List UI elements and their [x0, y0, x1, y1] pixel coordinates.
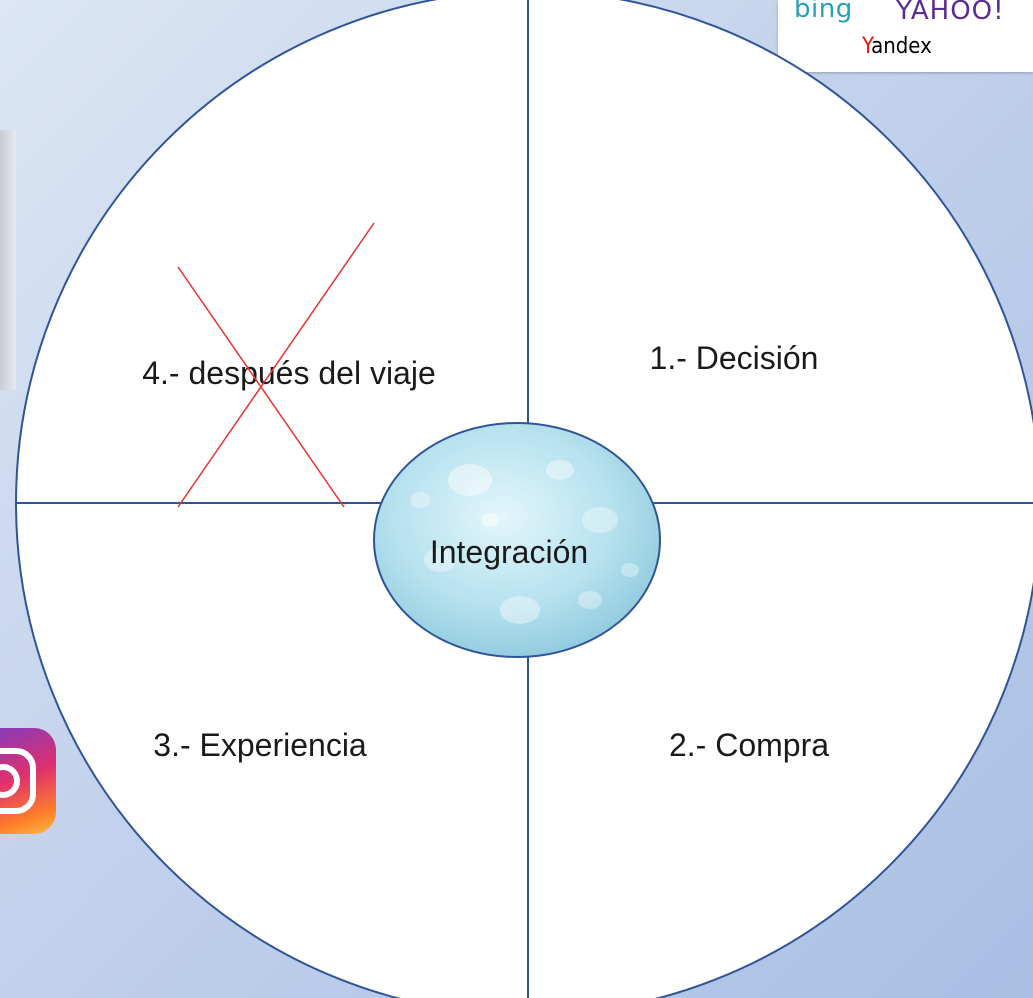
yahoo-logo: YAHOO! — [896, 0, 1005, 26]
yandex-logo: Yandex — [862, 34, 932, 59]
search-engines-logo: bing YAHOO! Yandex — [778, 0, 1033, 72]
instagram-logo-icon — [0, 728, 56, 834]
instagram-lens — [0, 764, 20, 798]
cross-out-mark — [177, 222, 375, 508]
quadrant-label-decision: 1.- Decisión — [650, 340, 819, 376]
instagram-ring — [0, 748, 36, 814]
quadrant-label-despues: 4.- después del viaje — [142, 355, 436, 391]
bing-logo: bing — [794, 0, 853, 24]
quadrant-label-experiencia: 3.- Experiencia — [153, 727, 367, 763]
quadrant-label-compra: 2.- Compra — [669, 727, 829, 763]
partial-image-left — [0, 130, 16, 390]
center-label: Integración — [430, 534, 588, 570]
center-bubble — [373, 422, 661, 658]
